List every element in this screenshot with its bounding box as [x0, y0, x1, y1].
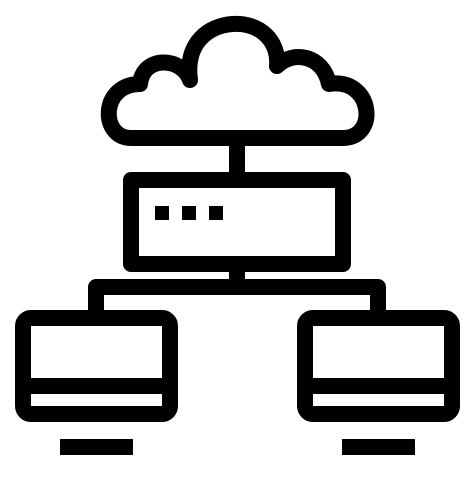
server-icon	[123, 172, 351, 272]
server-indicator-lights	[155, 206, 223, 220]
server-light-2	[182, 206, 196, 220]
left-monitor-icon	[15, 310, 178, 422]
server-light-3	[209, 206, 223, 220]
right-monitor-icon	[297, 310, 460, 422]
network-tree	[88, 279, 386, 318]
server-light-1	[155, 206, 169, 220]
cloud-icon	[100, 15, 375, 146]
